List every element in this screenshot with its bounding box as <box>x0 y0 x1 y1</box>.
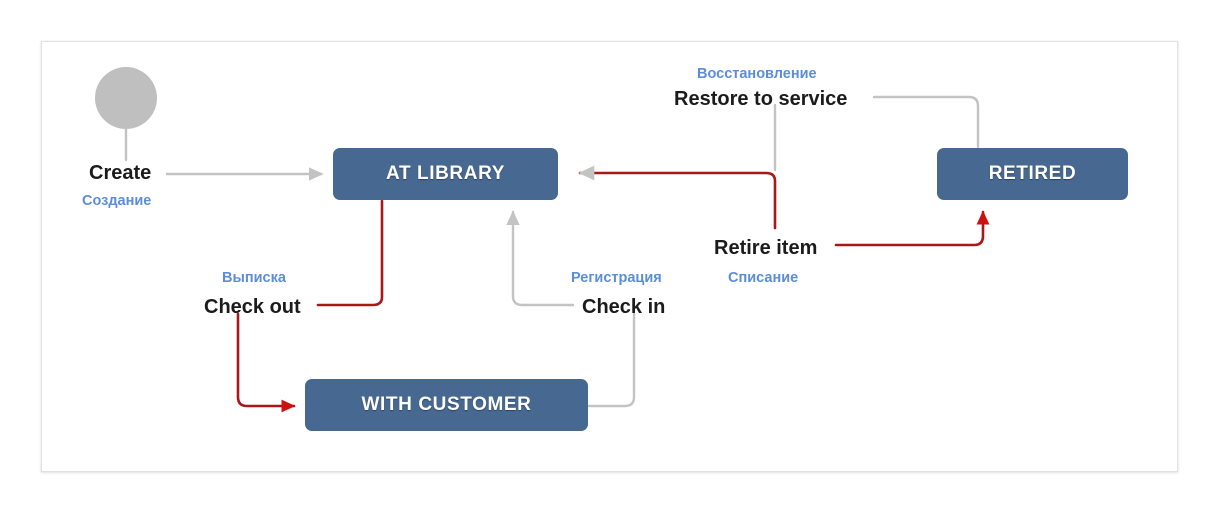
transition-label-check-out-en: Check out <box>204 296 301 318</box>
transition-label-create-en: Create <box>89 162 152 184</box>
transition-label-restore-ru: Восстановление <box>697 66 817 82</box>
transition-label-create-ru: Создание <box>82 193 152 209</box>
state-node-retired-label: RETIRED <box>988 163 1077 184</box>
transition-label-restore-en: Restore to service <box>674 88 848 110</box>
diagram-frame <box>41 41 1178 472</box>
state-node-at-library[interactable]: AT LIBRARY <box>333 148 558 200</box>
state-node-with-customer-label: WITH CUSTOMER <box>361 394 532 415</box>
transition-label-retire-item-en: Retire item <box>714 237 818 259</box>
state-node-with-customer[interactable]: WITH CUSTOMER <box>305 379 588 431</box>
transition-label-check-in-ru: Регистрация <box>571 270 662 286</box>
transition-label-check-out-ru: Выписка <box>222 270 286 286</box>
start-state-circle[interactable] <box>95 67 157 129</box>
transition-label-retire-item-ru: Списание <box>728 270 799 286</box>
state-node-at-library-label: AT LIBRARY <box>386 163 505 184</box>
state-node-retired[interactable]: RETIRED <box>937 148 1128 200</box>
transition-label-check-in-en: Check in <box>582 296 666 318</box>
